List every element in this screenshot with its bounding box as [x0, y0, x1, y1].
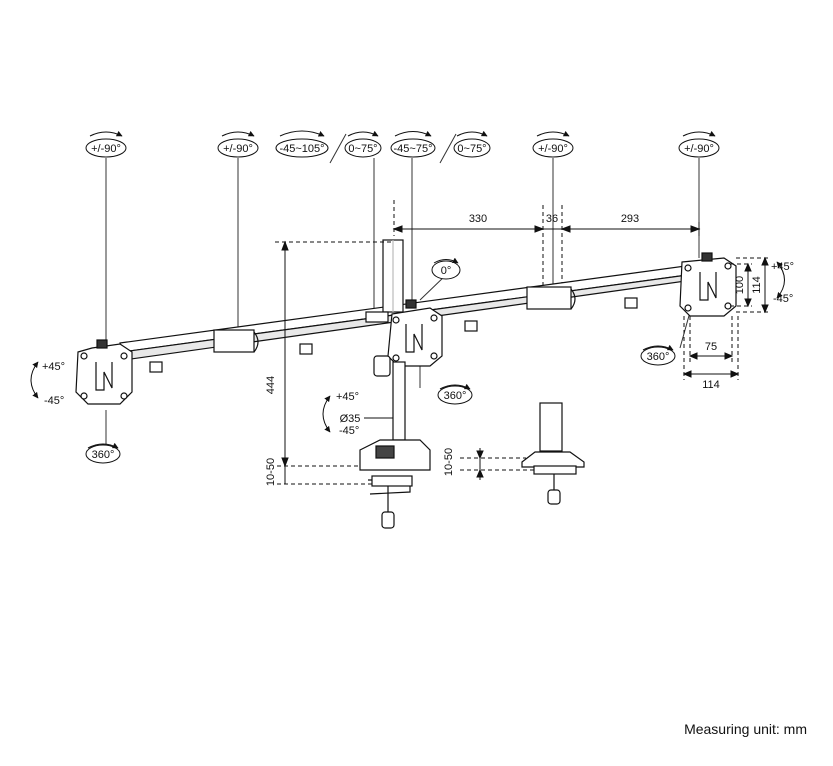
swivel-label-center: 360° [437, 383, 473, 405]
vesa-dimensions [682, 256, 770, 380]
rotation-text: 0~75° [348, 143, 377, 155]
swivel-label-left: 360° [85, 442, 121, 464]
right-vesa-plate [679, 252, 737, 317]
swivel-label-right: 360° [640, 344, 676, 366]
dimension-pole-diameter: Ø35 [340, 413, 361, 425]
left-vesa-plate [75, 339, 133, 405]
rotation-label-left-lift: 0~75° [344, 138, 382, 158]
separator-slashes [329, 133, 457, 164]
measuring-unit-note: Measuring unit: mm [684, 721, 807, 737]
rotation-label-center-lift: 0~75° [453, 138, 491, 158]
swivel-text: 360° [444, 390, 467, 402]
rotation-label-right-monitor: +/-90° [678, 138, 720, 158]
dimension-vesa-75: 75 [705, 341, 717, 353]
rotation-text: +/-90° [223, 143, 253, 155]
dimension-vesa-114-width: 114 [702, 379, 720, 391]
tilt-right-down: -45° [773, 293, 793, 305]
swivel-text: 360° [92, 449, 115, 461]
leader-lines [105, 158, 700, 446]
dimension-clamp-main: 10-50 [265, 458, 277, 486]
dimension-36: 36 [546, 213, 558, 225]
rotation-label-left-arm: +/-90° [217, 138, 259, 158]
tilt-center-up: +45° [336, 391, 359, 403]
rotation-text: +/-90° [538, 143, 568, 155]
dimension-vesa-100: 100 [734, 276, 746, 294]
desk-clamp-alt [521, 402, 585, 505]
dimension-444: 444 [265, 376, 277, 394]
dimension-293: 293 [621, 213, 639, 225]
pole-height-dimension [275, 240, 534, 485]
rotation-text: 0° [441, 265, 452, 277]
center-rotation-label: 0° [431, 257, 461, 280]
rotation-label-left-joint: -45~105° [275, 138, 329, 158]
rotation-text: -45~105° [279, 143, 324, 155]
desk-clamp-main [359, 439, 431, 529]
rotation-label-center-joint: -45~75° [390, 138, 436, 158]
center-vesa-plate [387, 299, 443, 367]
arm-length-dimension [392, 200, 701, 290]
tilt-left-down: -45° [44, 395, 64, 407]
tilt-center-down: -45° [339, 425, 359, 437]
rotation-text: +/-90° [684, 143, 714, 155]
tilt-right-up: +45° [771, 261, 794, 273]
rotation-text: 0~75° [457, 143, 486, 155]
tilt-arrows [30, 261, 785, 433]
top-rotation-labels: +/-90° +/-90° -45~105° 0~75° -45~75° 0~7… [85, 130, 720, 158]
rotation-text: -45~75° [394, 143, 433, 155]
rotation-text: +/-90° [91, 143, 121, 155]
dimension-vesa-114-height: 114 [751, 276, 763, 294]
dimension-330: 330 [469, 213, 487, 225]
tilt-left-up: +45° [42, 361, 65, 373]
swivel-text: 360° [647, 351, 670, 363]
rotation-label-left-monitor: +/-90° [85, 138, 127, 158]
pole [365, 239, 406, 441]
dimension-clamp-alt: 10-50 [443, 448, 455, 476]
rotation-label-right-arm: +/-90° [532, 138, 574, 158]
